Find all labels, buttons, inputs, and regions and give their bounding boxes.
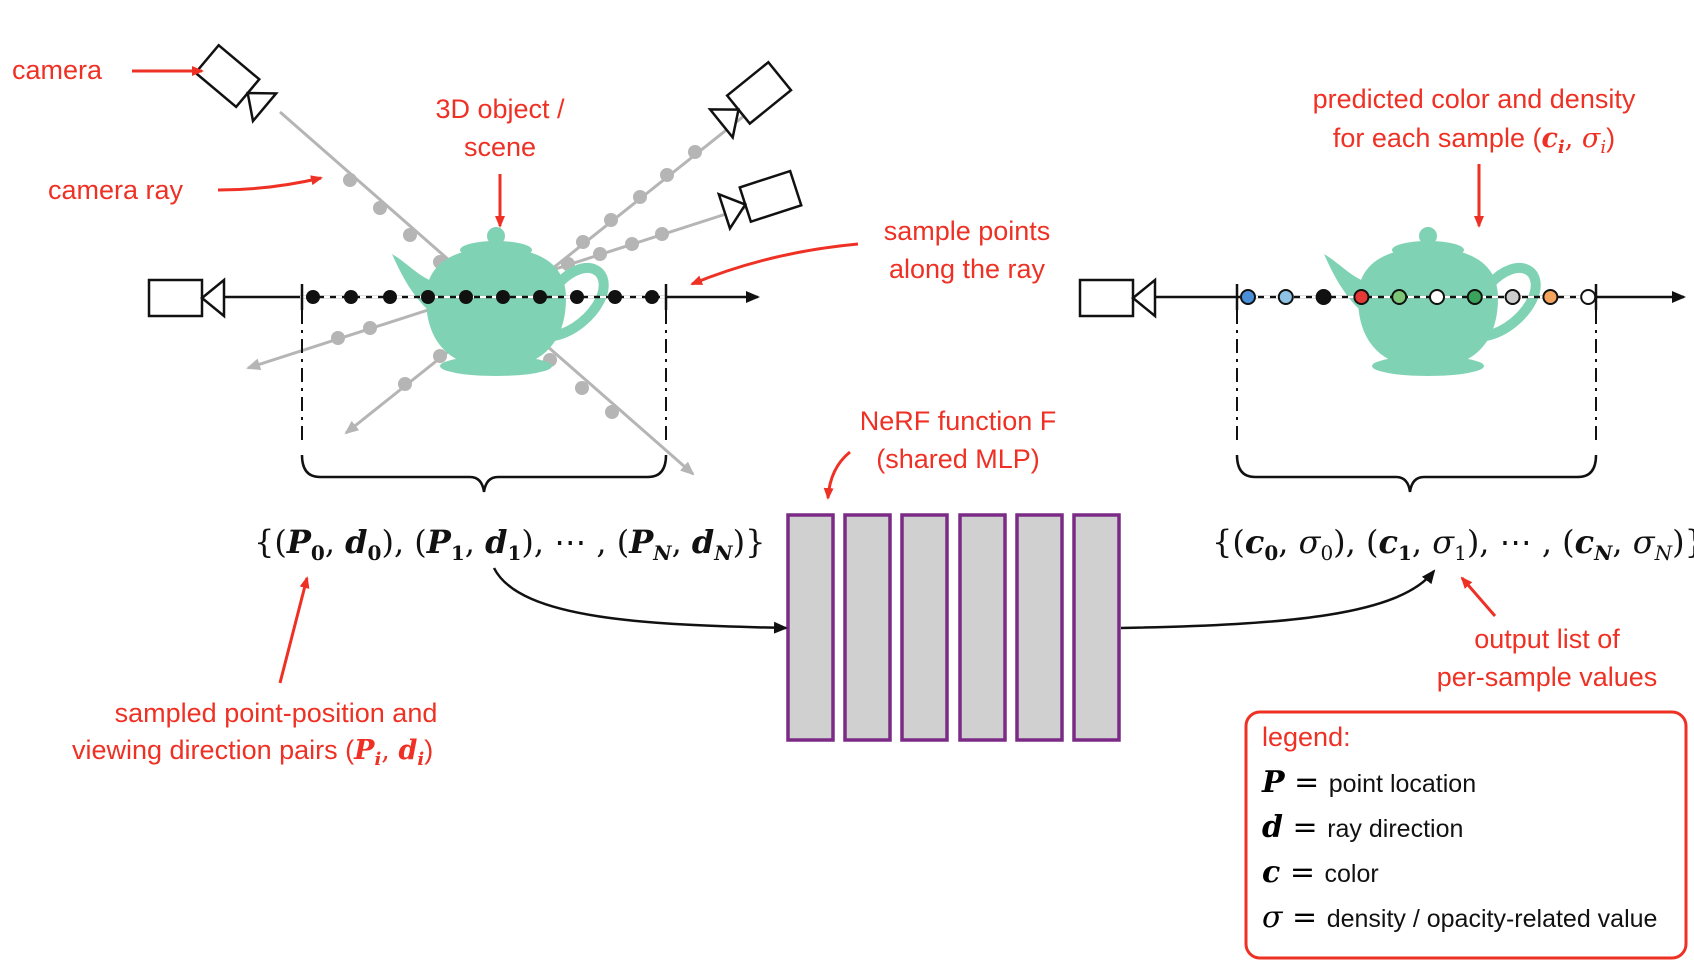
mlp-layer	[1072, 513, 1121, 742]
left-annotations: camera camera ray 3D object / scene samp…	[12, 55, 1051, 286]
sample-point	[1429, 289, 1445, 305]
label-sample-points-1: sample points	[884, 216, 1051, 246]
label-object-2: scene	[464, 132, 536, 162]
sample-point	[1391, 289, 1408, 305]
label-sampled-2: viewing direction pairs (Pi, di)	[72, 735, 433, 770]
label-sample-points-2: along the ray	[889, 254, 1046, 284]
mlp-layer	[786, 513, 835, 742]
label-camera: camera	[12, 55, 103, 85]
sample-point	[1580, 289, 1597, 305]
camera-icon	[716, 169, 803, 232]
label-camera-ray: camera ray	[48, 175, 184, 205]
label-nerf-2: (shared MLP)	[876, 444, 1040, 474]
label-predicted-2: for each sample (ci, σi)	[1333, 123, 1615, 158]
legend-title: legend:	[1262, 722, 1351, 752]
legend-box: legend: P = point location d = ray direct…	[1244, 710, 1688, 960]
label-output-2: per-sample values	[1437, 662, 1658, 692]
output-arrow	[1120, 569, 1436, 630]
label-object-1: 3D object /	[435, 94, 565, 124]
mlp-layer	[1015, 513, 1064, 742]
bracket-left	[300, 454, 668, 493]
sample-point	[1353, 289, 1370, 305]
camera-icon	[707, 60, 793, 141]
input-set-formula: {(P0, d0), (P1, d1), ⋯ , (PN, dN)}	[254, 523, 765, 565]
sample-point	[1504, 289, 1521, 305]
legend-item: σ = density / opacity-related value	[1262, 900, 1657, 935]
mlp-layer	[958, 513, 1007, 742]
sample-points-left	[306, 290, 659, 304]
label-nerf-1: NeRF function F	[860, 406, 1057, 436]
left-scene	[147, 43, 803, 493]
sample-point	[1466, 289, 1483, 305]
legend-item: c = color	[1262, 855, 1379, 890]
sample-point	[1277, 289, 1294, 305]
label-predicted-1: predicted color and density	[1313, 84, 1636, 114]
sample-point	[1542, 289, 1559, 305]
camera-icon	[193, 43, 279, 124]
right-scene	[1078, 227, 1686, 493]
legend-item: P = point location	[1261, 765, 1476, 800]
mlp-layer	[843, 513, 892, 742]
right-annotations: predicted color and density for each sam…	[1313, 84, 1636, 228]
output-annotation: output list of per-sample values	[1437, 576, 1658, 692]
sample-point	[1315, 289, 1332, 305]
camera-icon	[1078, 277, 1157, 319]
output-set-formula: {(c0, σ0), (c1, σ1), ⋯ , (cN, σN)}	[1212, 523, 1694, 565]
label-sampled-1: sampled point-position and	[115, 698, 438, 728]
mlp-layer	[900, 513, 949, 742]
sample-point	[1240, 289, 1256, 305]
camera-icon	[147, 277, 226, 319]
input-arrow	[492, 567, 788, 634]
bracket-right	[1235, 454, 1598, 493]
label-output-1: output list of	[1474, 624, 1620, 654]
sample-points-right	[1240, 289, 1597, 305]
sampled-pairs-annotation: sampled point-position and viewing direc…	[72, 576, 438, 770]
legend-item: d = ray direction	[1262, 810, 1463, 845]
nerf-mlp: NeRF function F (shared MLP)	[492, 406, 1436, 742]
